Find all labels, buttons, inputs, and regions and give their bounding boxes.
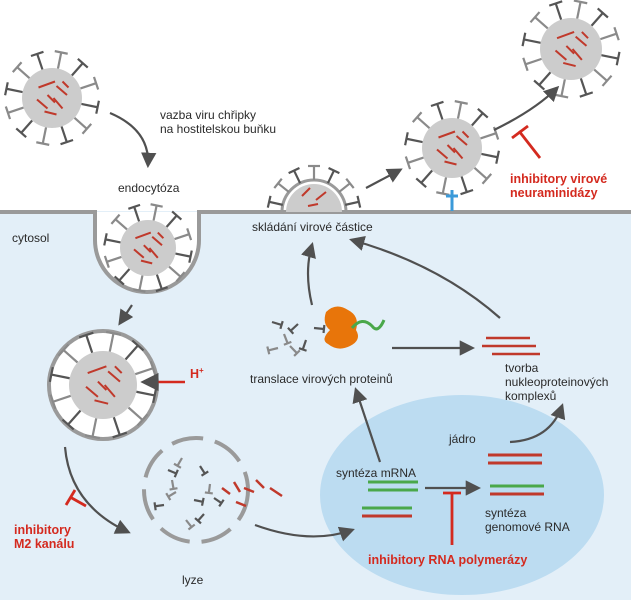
arrow-rnp-to-assembly xyxy=(349,235,501,319)
mrna-strands xyxy=(362,480,418,518)
arrow-endosome-to-lysis xyxy=(63,446,131,534)
virus-layer xyxy=(4,0,621,440)
arrow-genome-to-rnp xyxy=(509,403,566,444)
arrow-endocytosis-to-endosome xyxy=(118,304,134,326)
arrow-budding-to-release xyxy=(493,85,560,131)
viral-protein-pieces xyxy=(266,320,326,357)
label-polymerase-inhibitors: inhibitory RNA polymerázy xyxy=(368,553,528,567)
arrow-binding-to-endocytosis xyxy=(109,111,157,169)
virus-released xyxy=(521,0,621,99)
lysis-debris xyxy=(153,457,225,531)
released-rna-fragments xyxy=(221,479,283,508)
host-receptor xyxy=(446,190,458,211)
label-nucleus: jádro xyxy=(449,432,476,446)
m2-inhibitor-bar xyxy=(64,489,77,506)
rnp-complexes xyxy=(482,336,540,356)
nucleus xyxy=(320,395,604,595)
virus-endocytosis xyxy=(103,203,193,293)
label-mrna-synthesis: syntéza mRNA xyxy=(336,466,417,480)
virus-budding xyxy=(404,100,500,196)
neuraminidase-inhibitor-bar xyxy=(511,124,529,140)
arrow-translation-to-assembly xyxy=(301,242,316,306)
neuraminidase-inhibitor-line xyxy=(517,130,542,159)
proton-charge: + xyxy=(199,366,204,375)
assembling-virion xyxy=(266,164,362,213)
process-arrows xyxy=(63,85,566,542)
m2-inhibitor-line xyxy=(69,495,87,508)
label-lysis: lyze xyxy=(182,573,204,587)
label-cytosol: cytosol xyxy=(12,231,50,245)
label-assembly: skládání virové částice xyxy=(252,220,373,234)
label-m2-inhibitors: inhibitory M2 kanálu xyxy=(14,523,75,551)
label-genome-synthesis: syntéza genomové RNA xyxy=(485,506,570,534)
arrow-assembly-to-budding xyxy=(365,168,403,189)
genome-rna-strands xyxy=(488,453,544,496)
label-translation: translace virových proteinů xyxy=(250,372,393,386)
ribosome xyxy=(324,306,386,349)
label-endocytosis: endocytóza xyxy=(118,181,180,195)
proton-symbol: H xyxy=(190,367,200,382)
label-proton: H+ xyxy=(190,364,204,381)
arrow-lysis-to-mrna xyxy=(254,523,355,542)
label-neuraminidase-inhibitors: inhibitory virové neuraminidázy xyxy=(510,172,608,200)
label-rnp-formation: tvorba nukleoproteinových komplexů xyxy=(505,361,609,403)
label-binding: vazba viru chřipky na hostitelskou buňku xyxy=(160,108,277,136)
virus-in-endosome xyxy=(48,330,158,440)
inhibitor-bars xyxy=(64,124,542,545)
plasma-membrane xyxy=(0,210,631,294)
virus-free-top-left xyxy=(4,50,100,146)
arrow-mrna-to-translation xyxy=(352,387,382,463)
